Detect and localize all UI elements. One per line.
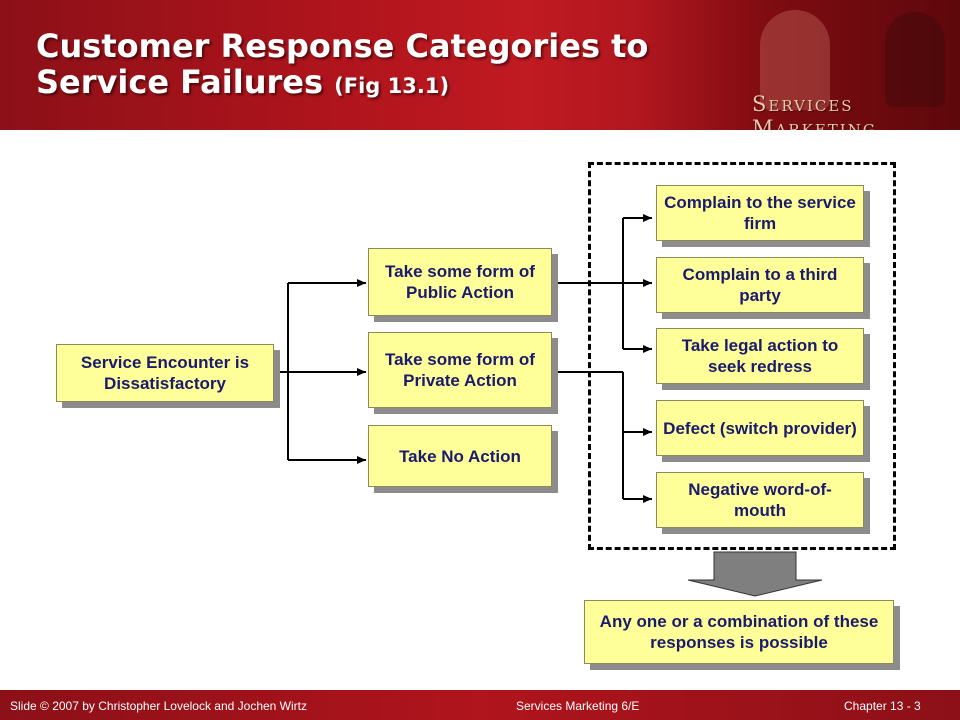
slide-footer: Slide © 2007 by Christopher Lovelock and… <box>0 690 960 720</box>
response-complain-third-party: Complain to a third party <box>656 257 864 313</box>
response-complain-firm: Complain to the service firm <box>656 185 864 241</box>
start-box: Service Encounter is Dissatisfactory <box>56 344 274 402</box>
figure-reference: (Fig 13.1) <box>334 74 450 98</box>
person-silhouette <box>885 12 945 107</box>
footer-course: Services Marketing 6/E <box>516 699 640 713</box>
slide-header: Customer Response Categories to Service … <box>0 0 960 130</box>
brand-logo-text: Services Marketing <box>752 92 877 130</box>
result-box: Any one or a combination of these respon… <box>584 600 894 664</box>
footer-chapter: Chapter 13 - 3 <box>844 699 921 713</box>
responses-dashed-group <box>588 162 896 550</box>
option-no-action: Take No Action <box>368 425 552 487</box>
header-photo <box>640 0 960 130</box>
response-negative-wom: Negative word-of-mouth <box>656 472 864 528</box>
response-defect: Defect (switch provider) <box>656 400 864 456</box>
option-public-action: Take some form of Public Action <box>368 248 552 316</box>
response-legal-action: Take legal action to seek redress <box>656 328 864 384</box>
option-private-action: Take some form of Private Action <box>368 332 552 408</box>
footer-copyright: Slide © 2007 by Christopher Lovelock and… <box>10 699 307 713</box>
title-line-2: Service Failures <box>36 63 323 101</box>
person-silhouette <box>760 10 830 110</box>
title-line-1: Customer Response Categories to <box>36 27 649 65</box>
slide-title: Customer Response Categories to Service … <box>36 28 648 104</box>
